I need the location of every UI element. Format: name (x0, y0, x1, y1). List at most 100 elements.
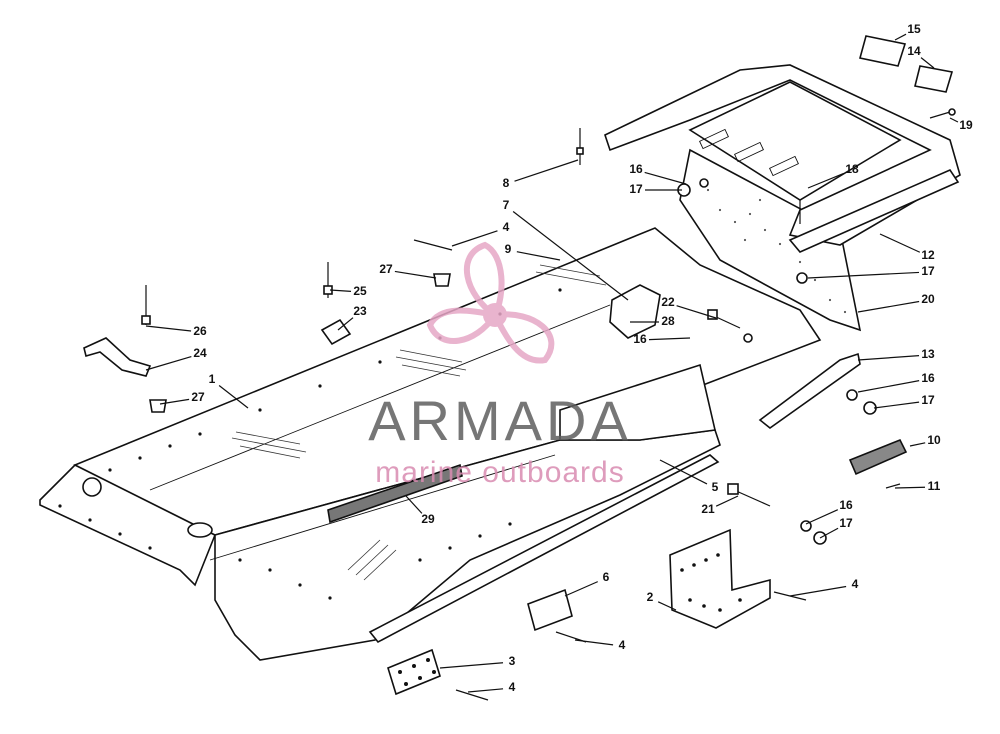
bracket-2-holes (680, 553, 742, 612)
leader-line-c29 (405, 495, 423, 514)
rivet-4d (455, 689, 489, 701)
leader-line-c23 (337, 317, 354, 331)
bracket-24 (83, 337, 152, 377)
washer-16c (846, 389, 858, 401)
grip-strip-29 (327, 463, 463, 524)
callout-label-c25: 25 (353, 284, 367, 298)
callout-label-c13: 13 (921, 347, 935, 361)
leader-line-c18 (807, 172, 844, 189)
nut-17b (796, 272, 808, 284)
leader-line-c7 (512, 211, 629, 301)
callout-label-c19: 19 (959, 118, 973, 132)
callout-label-c23: 23 (353, 304, 367, 318)
leader-line-c19 (949, 117, 959, 123)
callout-label-c18: 18 (845, 162, 859, 176)
leader-line-c1 (218, 385, 249, 409)
callout-label-c5: 5 (712, 480, 719, 494)
callout-layer: 1234444567891011121314151616161617171717… (145, 22, 973, 694)
flange-notch (82, 477, 102, 497)
callout-label-c24: 24 (193, 346, 207, 360)
pin-26-head (141, 315, 151, 325)
leader-line-c6 (564, 581, 599, 597)
leader-line-c16b (648, 337, 691, 341)
leader-line-c21 (715, 495, 739, 507)
leader-line-c16a (644, 171, 687, 185)
cap-27b (149, 399, 167, 413)
bolt-21-head (727, 483, 739, 495)
small-parts (83, 35, 956, 701)
bumper-inner-panel (688, 81, 902, 201)
decal-15 (859, 35, 907, 67)
leader-line-c24 (145, 355, 192, 371)
snowflap-20 (679, 148, 862, 332)
tunnel-rear-cap (559, 363, 716, 441)
decal-14 (914, 65, 954, 93)
deck-hatching (231, 264, 607, 581)
callout-label-c9: 9 (505, 242, 512, 256)
callout-label-c16a: 16 (629, 162, 643, 176)
deck-hole (187, 522, 213, 538)
leader-line-c3 (439, 662, 504, 669)
watermark-brand: ARMADA (368, 389, 632, 452)
leader-line-c15 (894, 33, 907, 41)
pin-8-head (576, 147, 584, 155)
leader-line-c4c (574, 639, 614, 646)
callout-label-c17c: 17 (921, 393, 935, 407)
washer-16b (743, 333, 753, 343)
callout-label-c2: 2 (647, 590, 654, 604)
leader-line-c2 (657, 601, 677, 611)
callout-label-c8: 8 (503, 176, 510, 190)
leader-line-c27a (394, 270, 437, 279)
callout-label-c17d: 17 (839, 516, 853, 530)
tunnel-side-rail (368, 454, 720, 644)
bumper-step (788, 168, 960, 253)
plate-3-holes (398, 658, 436, 686)
callout-label-c21: 21 (701, 502, 715, 516)
leader-line-c17d (819, 527, 839, 539)
leader-line-c11 (894, 486, 926, 489)
bracket-2 (669, 528, 771, 629)
callout-label-c14: 14 (907, 44, 921, 58)
tunnel-side-seam (209, 454, 556, 561)
callout-label-c28: 28 (661, 314, 675, 328)
leader-line-c14 (920, 57, 935, 69)
callout-label-c1: 1 (209, 372, 216, 386)
watermark-subtitle: marine outboards (375, 456, 624, 489)
leader-line-c5 (659, 459, 708, 485)
leader-line-c20 (857, 300, 920, 313)
plate-6 (527, 588, 573, 632)
callout-label-c10: 10 (927, 433, 941, 447)
bolt-21 (733, 489, 771, 507)
callout-label-c27a: 27 (379, 262, 393, 276)
leader-line-c12 (879, 233, 921, 253)
callout-label-c15: 15 (907, 22, 921, 36)
bolt-22 (713, 315, 741, 329)
leader-line-c17c (873, 401, 920, 409)
tunnel-center-seam (149, 304, 611, 491)
callout-label-c4a: 4 (503, 220, 510, 234)
watermark: ARMADA marine outboards (368, 241, 632, 489)
callout-label-c17a: 17 (629, 182, 643, 196)
callout-label-c3: 3 (509, 654, 516, 668)
callout-label-c4d: 4 (509, 680, 516, 694)
rivet-4a (413, 239, 453, 251)
callout-label-c27b: 27 (191, 390, 205, 404)
rear-bumper-assembly (604, 64, 961, 332)
callout-label-c26: 26 (193, 324, 207, 338)
rear-bumper-12 (604, 64, 961, 246)
callout-label-c16d: 16 (839, 498, 853, 512)
cap-27a (433, 273, 451, 287)
callout-label-c17b: 17 (921, 264, 935, 278)
callout-label-c4c: 4 (619, 638, 626, 652)
leader-line-c13 (857, 355, 920, 361)
flap-texture (706, 188, 847, 314)
leader-line-c16d (805, 509, 839, 525)
leader-line-c25 (329, 289, 352, 293)
screw-19-head (948, 108, 956, 116)
washer-16a (699, 178, 709, 188)
leader-line-c26 (145, 325, 192, 332)
leader-line-c4d (467, 688, 504, 693)
block-7 (609, 284, 661, 339)
propeller-logo (426, 241, 555, 364)
